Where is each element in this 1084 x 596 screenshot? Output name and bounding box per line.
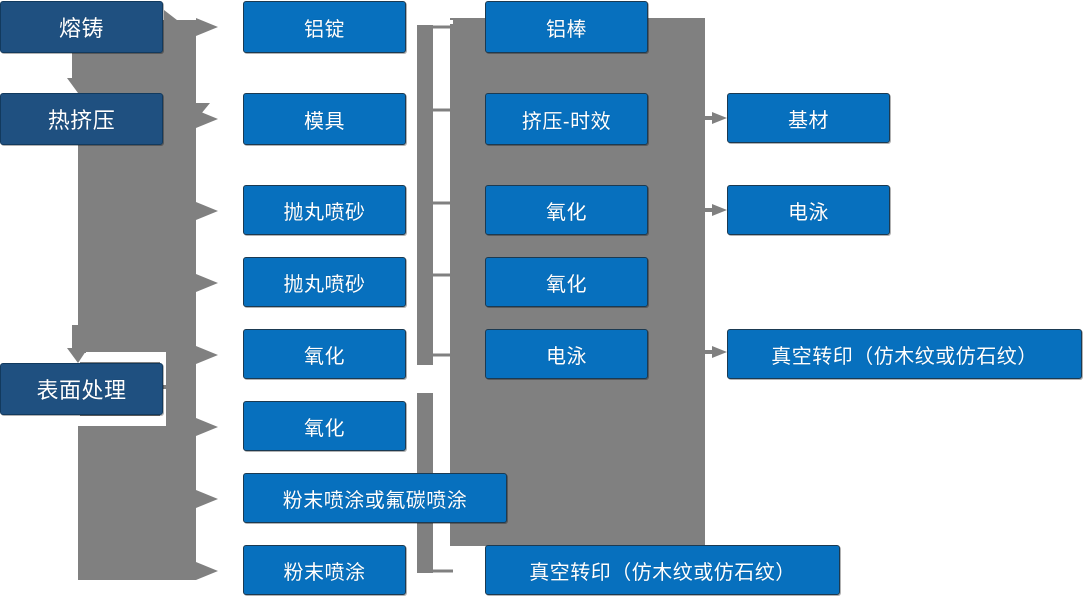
treatment-label-oxidation-2: 氧化 xyxy=(546,273,587,296)
arrow-to-vacuum-transfer xyxy=(700,346,727,358)
process-box-shot-blasting-1[interactable]: 抛丸喷砂 xyxy=(243,185,406,235)
output-label-vacuum-transfer: 真空转印（仿木纹或仿石纹） xyxy=(771,345,1038,368)
treatment-label-oxidation-1: 氧化 xyxy=(546,201,587,224)
arrow-trunk-to-surface-treatment xyxy=(67,325,88,363)
treatment-label-vacuum-transfer: 真空转印（仿木纹或仿石纹） xyxy=(529,561,796,584)
output-label-electrophoresis: 电泳 xyxy=(788,201,829,224)
treatment-box-oxidation-2[interactable]: 氧化 xyxy=(485,257,648,307)
process-box-oxidation-2[interactable]: 氧化 xyxy=(243,401,406,451)
process-label-powder-or-fluorocarbon: 粉末喷涂或氟碳喷涂 xyxy=(282,489,468,512)
treatment-box-oxidation-1[interactable]: 氧化 xyxy=(485,185,648,235)
treatment-box-electrophoresis[interactable]: 电泳 xyxy=(485,329,648,379)
treatment-box-aluminum-bar[interactable]: 铝棒 xyxy=(485,1,648,53)
treatment-label-electrophoresis: 电泳 xyxy=(546,345,587,368)
process-box-mold[interactable]: 模具 xyxy=(243,93,406,145)
bracket-ticks xyxy=(433,25,453,573)
arrow-to-base-material xyxy=(700,112,727,124)
process-label-aluminum-ingot: 铝锭 xyxy=(304,18,345,41)
treatment-box-extrusion-aging[interactable]: 挤压-时效 xyxy=(485,93,648,145)
arrow-to-electrophoresis xyxy=(700,204,727,216)
stage-label-hot-extrusion: 热挤压 xyxy=(47,108,116,133)
process-box-oxidation-1[interactable]: 氧化 xyxy=(243,329,406,379)
process-label-shot-blasting-2: 抛丸喷砂 xyxy=(283,273,366,296)
output-box-electrophoresis[interactable]: 电泳 xyxy=(727,185,890,235)
process-box-powder-or-fluorocarbon[interactable]: 粉末喷涂或氟碳喷涂 xyxy=(243,473,507,523)
treatment-label-extrusion-aging: 挤压-时效 xyxy=(521,110,612,133)
fanout-arrowheads xyxy=(196,18,218,580)
treatment-label-aluminum-bar: 铝棒 xyxy=(546,18,587,41)
process-box-shot-blasting-2[interactable]: 抛丸喷砂 xyxy=(243,257,406,307)
rail-left-of-treatments xyxy=(417,25,433,573)
stage-box-melt-cast[interactable]: 熔铸 xyxy=(0,1,163,53)
output-box-base-material[interactable]: 基材 xyxy=(727,93,890,143)
stage-box-surface-treatment[interactable]: 表面处理 xyxy=(0,363,163,415)
treatment-box-vacuum-transfer[interactable]: 真空转印（仿木纹或仿石纹） xyxy=(485,545,840,595)
stage-box-hot-extrusion[interactable]: 热挤压 xyxy=(0,93,163,145)
process-label-mold: 模具 xyxy=(304,110,345,133)
process-label-oxidation-1: 氧化 xyxy=(304,345,345,368)
process-label-shot-blasting-1: 抛丸喷砂 xyxy=(283,201,366,224)
process-label-powder-coating: 粉末喷涂 xyxy=(283,561,366,584)
process-box-aluminum-ingot[interactable]: 铝锭 xyxy=(243,1,406,53)
arrows-treatments-to-outputs xyxy=(700,112,727,358)
output-box-vacuum-transfer[interactable]: 真空转印（仿木纹或仿石纹） xyxy=(727,329,1082,379)
output-label-base-material: 基材 xyxy=(788,109,829,132)
stage-label-surface-treatment: 表面处理 xyxy=(36,378,127,403)
process-label-oxidation-2: 氧化 xyxy=(304,417,345,440)
stage-label-melt-cast: 熔铸 xyxy=(58,16,104,41)
process-box-powder-coating[interactable]: 粉末喷涂 xyxy=(243,545,406,595)
arrow-meltcast-to-extrusion xyxy=(67,52,88,93)
